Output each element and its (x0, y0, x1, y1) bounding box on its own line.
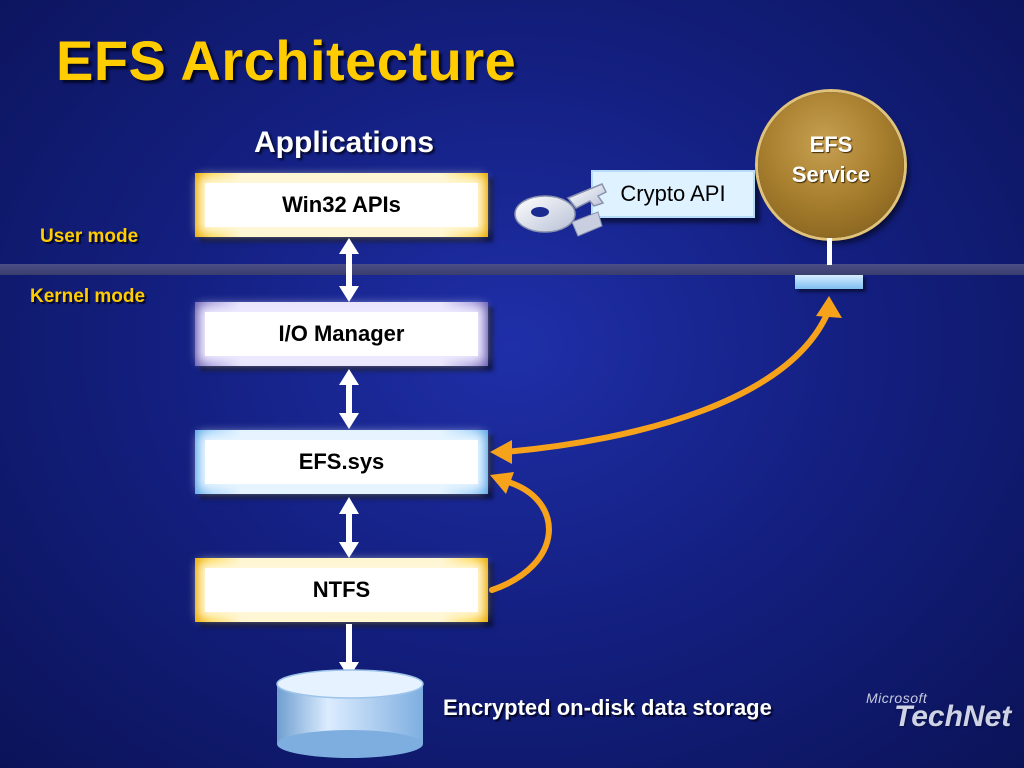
arrow-win32-io (339, 238, 359, 302)
efs-service-circle: EFS Service (758, 92, 904, 238)
efs-service-line1: EFS (809, 132, 853, 157)
applications-label: Applications (254, 126, 435, 159)
win32-apis-label: Win32 APIs (205, 183, 478, 227)
win32-apis-box: Win32 APIs (195, 173, 488, 237)
arrow-ntfs-efs-sys (489, 472, 552, 593)
crypto-api-box: Crypto API (591, 170, 755, 218)
efs-service-label: EFS Service (792, 130, 870, 190)
storage-label: Encrypted on-disk data storage (443, 695, 772, 720)
ntfs-label: NTFS (205, 568, 478, 612)
database-cylinder-icon (276, 669, 424, 758)
slide-title: EFS Architecture (56, 29, 517, 92)
arrow-efs-ntfs (339, 497, 359, 558)
efs-service-plate (795, 275, 863, 289)
kernel-mode-label: Kernel mode (30, 286, 146, 307)
ntfs-box: NTFS (195, 558, 488, 622)
technet-logo: Microsoft TechNet (866, 690, 1011, 734)
arrow-io-efs (339, 369, 359, 429)
io-manager-label: I/O Manager (205, 312, 478, 356)
efs-service-stem (827, 238, 832, 265)
logo-technet: TechNet (894, 700, 1012, 733)
io-manager-box: I/O Manager (195, 302, 488, 366)
efs-sys-label: EFS.sys (205, 440, 478, 484)
mode-divider (0, 264, 1024, 275)
key-icon (514, 183, 608, 237)
efs-service-line2: Service (791, 162, 871, 187)
logo-microsoft: Microsoft (866, 690, 928, 706)
arrow-efs-service-efs-sys (490, 296, 842, 464)
efs-sys-box: EFS.sys (195, 430, 488, 494)
crypto-api-label: Crypto API (620, 181, 726, 206)
user-mode-label: User mode (40, 226, 139, 247)
